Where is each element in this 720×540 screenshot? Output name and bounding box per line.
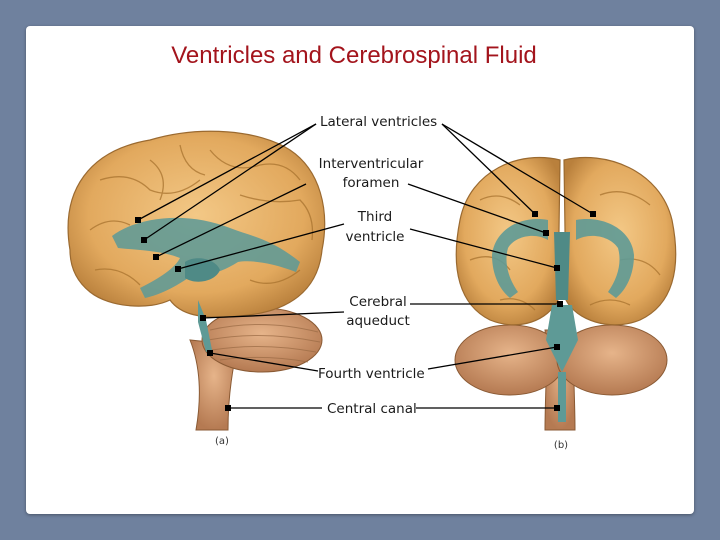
lateral-ventricles-b: [492, 219, 634, 298]
third-ventricle-b: [554, 232, 570, 300]
label-interventricular-foramen-line2: foramen: [342, 175, 400, 191]
aqueduct-a: [198, 300, 212, 352]
label-third-ventricle-line1: Third: [357, 209, 393, 225]
label-central-canal: Central canal: [327, 401, 417, 417]
label-lateral-ventricles: Lateral ventricles: [320, 114, 438, 130]
label-fourth-ventricle: Fourth ventricle: [318, 366, 425, 382]
label-cerebral-aqueduct-line1: Cerebral: [349, 294, 407, 310]
slide-title: Ventricles and Cerebrospinal Fluid: [171, 42, 537, 69]
label-third-ventricle-line2: ventricle: [345, 229, 405, 245]
label-interventricular-foramen-line1: Interventricular: [318, 156, 424, 172]
panel-label-b: (b): [554, 440, 568, 451]
posterior-brain-view: [454, 156, 677, 431]
central-canal-b: [558, 372, 566, 422]
leader-dots: [135, 211, 596, 411]
label-cerebral-aqueduct-line2: aqueduct: [346, 313, 410, 329]
panel-label-a: (a): [215, 436, 229, 447]
lateral-brain-view: [67, 130, 326, 431]
fourth-ventricle-b: [546, 305, 578, 372]
lateral-ventricle-a: [112, 217, 300, 298]
leader-lines: [137, 123, 594, 409]
